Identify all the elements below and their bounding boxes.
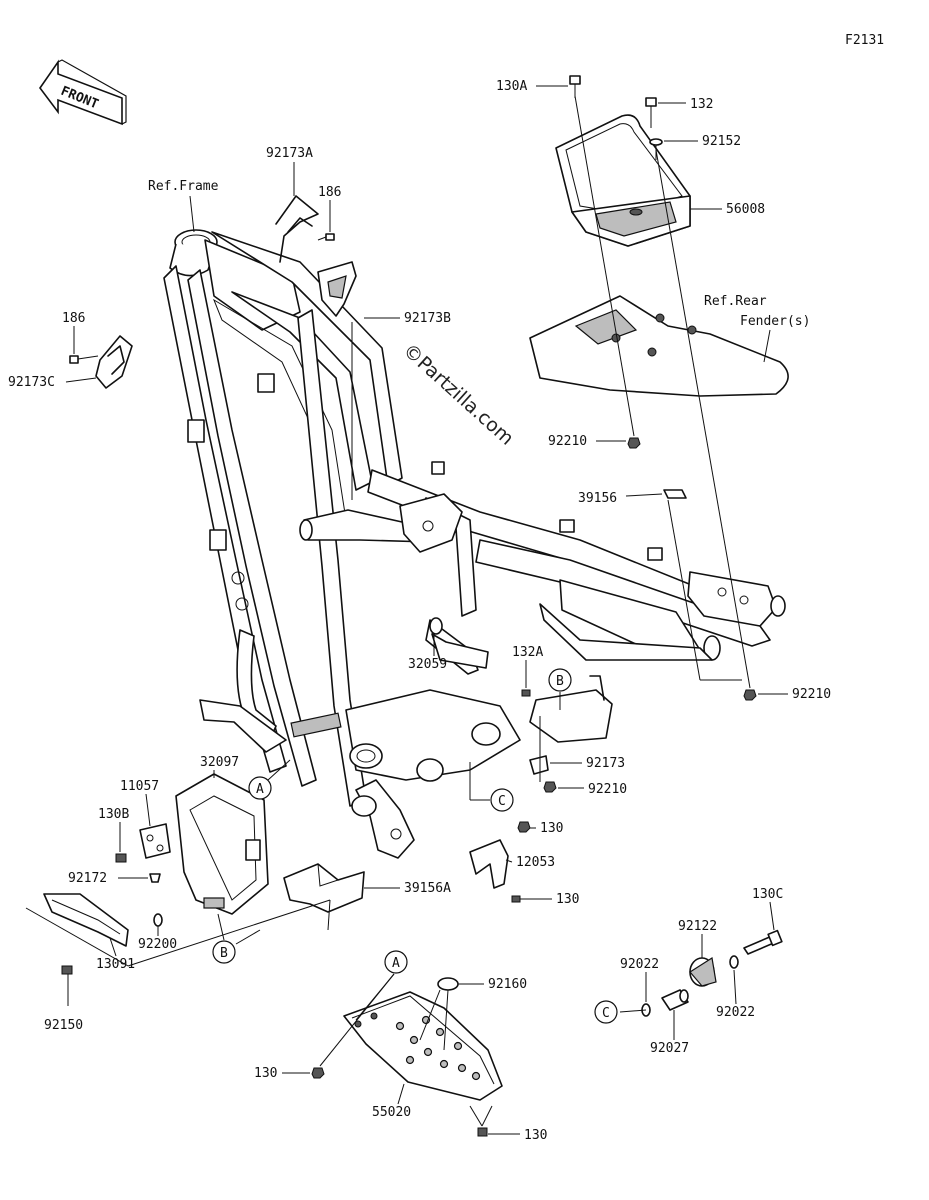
bolt-130-d [477, 1127, 488, 1137]
label-92210-mid: 92210 [588, 782, 627, 797]
pad-39156 [663, 489, 687, 499]
bolt-130-b [511, 895, 521, 903]
nut-130-a [517, 821, 531, 833]
main-frame [163, 229, 786, 859]
nut-92210-top [627, 437, 641, 449]
label-39156a: 39156A [404, 881, 451, 896]
collar-92122 [689, 957, 717, 987]
watermark: ©Partzilla.com [399, 339, 518, 449]
collar-92027 [661, 989, 689, 1011]
callout-c-upper-label: C [498, 794, 506, 809]
label-92210-right: 92210 [792, 687, 831, 702]
label-92173c: 92173C [8, 375, 55, 390]
bracket-12053 [469, 839, 509, 889]
label-92173b: 92173B [404, 311, 451, 326]
label-32059: 32059 [408, 657, 447, 672]
nut-92210-right [743, 689, 757, 701]
label-186-top: 186 [318, 185, 341, 200]
tool-box-56008 [555, 114, 691, 247]
label-130-a: 130 [540, 821, 563, 836]
washer-92022-right [729, 955, 739, 969]
label-130-d: 130 [524, 1128, 547, 1143]
label-92173a: 92173A [266, 146, 313, 161]
label-130-b: 130 [556, 892, 579, 907]
screw-92172 [149, 873, 161, 883]
label-92172: 92172 [68, 871, 107, 886]
label-132: 132 [690, 97, 713, 112]
callout-c-lower-label: C [602, 1006, 610, 1021]
callout-a-upper-label: A [256, 782, 264, 797]
label-56008: 56008 [726, 202, 765, 217]
label-92022-right: 92022 [716, 1005, 755, 1020]
skid-plate-55020 [343, 991, 503, 1101]
bolt-186-left [69, 355, 99, 364]
label-186-left: 186 [62, 311, 85, 326]
label-ref-frame: Ref.Frame [148, 179, 219, 194]
label-11057: 11057 [120, 779, 159, 794]
bolt-130a [569, 75, 581, 98]
front-arrow-icon: FRONT [39, 59, 127, 126]
label-55020: 55020 [372, 1105, 411, 1120]
bolt-132 [645, 97, 657, 128]
pad-39156a [283, 863, 365, 913]
clamp-92173a [275, 195, 319, 263]
label-92027: 92027 [650, 1041, 689, 1056]
washer-92200 [153, 913, 163, 927]
callout-a-lower [384, 950, 408, 974]
nut-92210-mid [543, 781, 557, 793]
label-130b: 130B [98, 807, 129, 822]
label-rear-fender: Fender(s) [740, 314, 810, 329]
plate-11057 [139, 823, 171, 859]
label-13091: 13091 [96, 957, 135, 972]
callout-a-lower-label: A [392, 956, 400, 971]
label-39156: 39156 [578, 491, 617, 506]
cap-92160 [437, 977, 459, 991]
bracket-32059 [429, 617, 489, 669]
label-92160: 92160 [488, 977, 527, 992]
bolt-132a [521, 689, 531, 697]
label-132a: 132A [512, 645, 543, 660]
bolt-186-top [317, 233, 335, 241]
label-92150: 92150 [44, 1018, 83, 1033]
label-92122: 92122 [678, 919, 717, 934]
callout-b-lower [212, 940, 236, 964]
label-130a: 130A [496, 79, 527, 94]
label-32097: 32097 [200, 755, 239, 770]
label-92152: 92152 [702, 134, 741, 149]
label-92210-top: 92210 [548, 434, 587, 449]
clamp-92173c [95, 335, 133, 389]
callout-b-lower-label: B [220, 946, 228, 961]
label-92022-left: 92022 [620, 957, 659, 972]
label-92173: 92173 [586, 756, 625, 771]
diagram-id: F2131 [845, 33, 884, 48]
cover-32097 [175, 773, 269, 915]
callout-c-upper [490, 788, 514, 812]
label-12053: 12053 [516, 855, 555, 870]
rear-fender-ref [529, 295, 789, 397]
clamp-92173b [317, 261, 357, 317]
nut-130-c [311, 1067, 325, 1079]
bolt-130b [115, 853, 127, 863]
callout-c-lower [594, 1000, 618, 1024]
callout-b-upper [548, 668, 572, 692]
label-130c: 130C [752, 887, 783, 902]
bolt-130c [743, 929, 783, 955]
label-ref-rear: Ref.Rear [704, 294, 767, 309]
guard-13091 [43, 893, 129, 947]
callout-a-upper [248, 776, 272, 800]
label-92200: 92200 [138, 937, 177, 952]
label-130-c: 130 [254, 1066, 277, 1081]
bolt-92150 [61, 965, 73, 1006]
callout-b-upper-label: B [556, 674, 564, 689]
clip-92173 [529, 755, 549, 775]
